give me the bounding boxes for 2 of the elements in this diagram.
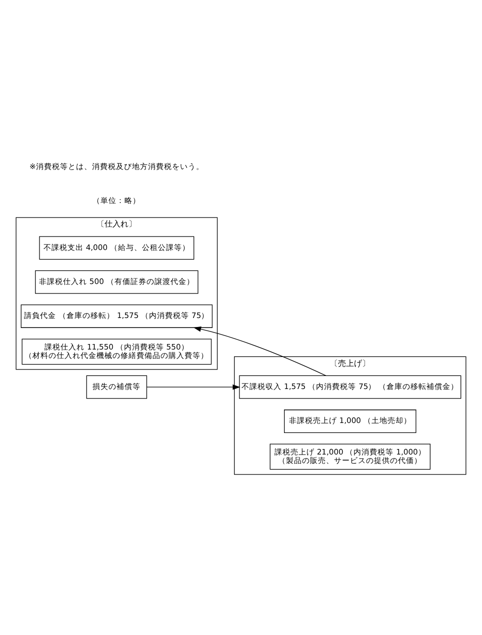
arrow	[146, 384, 240, 390]
arrow	[193, 326, 326, 376]
